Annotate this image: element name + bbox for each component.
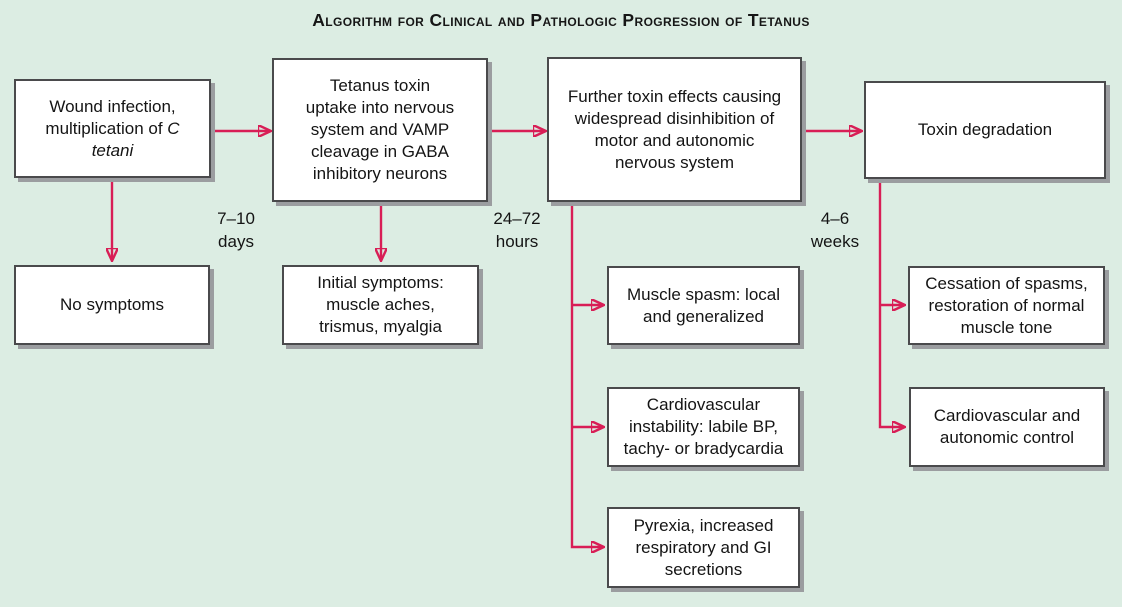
duration-value: 7–10 xyxy=(217,209,255,228)
outcome-box-muscle-spasm: Muscle spasm: local and generalized xyxy=(607,266,800,345)
duration-label-24-72-hours: 24–72 hours xyxy=(467,207,567,253)
diagram-title: Algorithm for Clinical and Pathologic Pr… xyxy=(312,10,810,30)
outcome-box-cardiovascular-control: Cardiovascular and autonomic control xyxy=(909,387,1105,467)
outcome-box-text: Cardiovascular and autonomic control xyxy=(933,406,1081,447)
stage-box-text: Further toxin effects causing widespread… xyxy=(567,86,782,172)
duration-unit: days xyxy=(218,232,254,251)
outcome-box-no-symptoms: No symptoms xyxy=(14,265,210,345)
stage-box-text: Toxin degradation xyxy=(917,120,1053,139)
stage-box-text: Tetanus toxin uptake into nervous system… xyxy=(305,76,455,183)
stage-box-toxin-uptake: Tetanus toxin uptake into nervous system… xyxy=(272,58,488,202)
stage-box-toxin-effects: Further toxin effects causing widespread… xyxy=(547,57,802,202)
duration-unit: weeks xyxy=(810,232,860,251)
outcome-box-text: Cessation of spasms, restoration of norm… xyxy=(925,273,1088,337)
stage-box-toxin-degradation: Toxin degradation xyxy=(864,81,1106,179)
duration-value: 4–6 xyxy=(820,209,850,228)
outcome-box-text: Pyrexia, increased respiratory and GI se… xyxy=(633,515,774,579)
duration-unit: hours xyxy=(495,232,539,251)
duration-label-7-10-days: 7–10 days xyxy=(186,207,286,253)
outcome-box-text: Muscle spasm: local and generalized xyxy=(626,284,781,326)
outcome-box-text: Cardiovascular instability: labile BP, t… xyxy=(623,395,784,458)
outcome-box-pyrexia: Pyrexia, increased respiratory and GI se… xyxy=(607,507,800,588)
duration-value: 24–72 xyxy=(493,209,541,228)
arrow-stage3-branch-trunk xyxy=(570,203,603,547)
outcome-box-cessation-of-spasms: Cessation of spasms, restoration of norm… xyxy=(908,266,1105,345)
outcome-box-text: No symptoms xyxy=(60,295,164,314)
duration-label-4-6-weeks: 4–6 weeks xyxy=(785,207,885,253)
outcome-box-cardiovascular-instability: Cardiovascular instability: labile BP, t… xyxy=(607,387,800,467)
outcome-box-initial-symptoms: Initial symptoms: muscle aches, trismus,… xyxy=(282,265,479,345)
stage-box-text: Wound infection, multiplication of C tet… xyxy=(45,96,180,160)
stage-box-wound-infection: Wound infection, multiplication of C tet… xyxy=(14,79,211,178)
outcome-box-text: Initial symptoms: muscle aches, trismus,… xyxy=(317,273,444,336)
